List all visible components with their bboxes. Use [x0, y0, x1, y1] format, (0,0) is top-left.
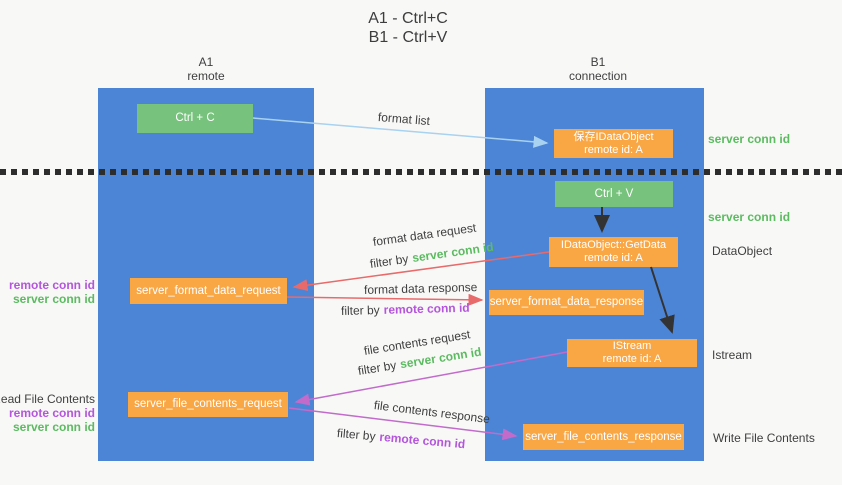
filter-by-text-2: filter by: [340, 302, 380, 318]
node-getdata-title: IDataObject::GetData: [560, 239, 667, 251]
node-idataobject-getdata: IDataObject::GetData remote id: A: [549, 237, 678, 267]
title-line-b1: B1 - Ctrl+V: [368, 29, 448, 46]
node-getdata-remote-id: remote id: A: [584, 252, 643, 264]
node-ctrl-c: Ctrl + C: [137, 104, 253, 133]
column-b1-role: connection: [568, 69, 628, 83]
node-istream-title: IStream: [612, 340, 652, 352]
label-file-contents-response: file contents response: [373, 398, 491, 427]
label-server-conn-id-top: server conn id: [708, 132, 791, 146]
label-server-conn-id-upper: server conn id: [12, 292, 95, 306]
node-server-file-contents-response: server_file_contents_response: [523, 424, 684, 450]
filter-value-remote-1: remote conn id: [383, 300, 470, 317]
dotted-divider: [0, 169, 842, 175]
node-istream-remote-id: remote id: A: [602, 353, 662, 365]
filter-by-text-3: filter by: [356, 358, 398, 378]
node-save-idataobject: 保存IDataObject remote id: A: [554, 129, 673, 158]
filter-by-text-1: filter by: [369, 251, 410, 271]
column-b1-id: B1: [590, 55, 606, 69]
node-ctrl-c-label: Ctrl + C: [175, 112, 215, 124]
node-format-request-label: server_format_data_request: [136, 284, 281, 297]
node-save-idataobject-remote-id: remote id: A: [584, 143, 643, 156]
node-istream: IStream remote id: A: [567, 339, 697, 367]
node-save-idataobject-title: 保存IDataObject: [573, 130, 654, 143]
label-format-list: format list: [377, 110, 431, 129]
filter-by-text-4: filter by: [336, 426, 377, 444]
label-write-file-contents: Write File Contents: [713, 431, 815, 445]
arrow-format-data-response: [286, 293, 484, 306]
label-remote-conn-id-upper: remote conn id: [8, 278, 95, 292]
label-format-data-response: format data response: [363, 280, 478, 297]
label-dataobject: DataObject: [712, 244, 773, 258]
title-line-a1: A1 - Ctrl+C: [368, 10, 448, 27]
label-remote-conn-id-lower: remote conn id: [8, 406, 95, 420]
node-server-format-data-response: server_format_data_response: [489, 290, 644, 315]
node-format-response-label: server_format_data_response: [489, 296, 644, 308]
filter-value-remote-2: remote conn id: [378, 429, 466, 452]
label-server-conn-id-mid: server conn id: [708, 210, 791, 224]
node-file-response-label: server_file_contents_response: [525, 430, 682, 443]
column-a1-role: remote: [187, 69, 225, 83]
label-istream: Istream: [712, 348, 753, 362]
column-a1-id: A1: [198, 55, 214, 69]
node-ctrl-v-label: Ctrl + V: [594, 187, 634, 200]
node-ctrl-v: Ctrl + V: [555, 181, 673, 207]
node-server-file-contents-request: server_file_contents_request: [128, 392, 288, 417]
node-server-format-data-request: server_format_data_request: [130, 278, 287, 304]
filter-value-server-1: server conn id: [411, 239, 495, 265]
diagram-title: A1 - Ctrl+C B1 - Ctrl+V: [288, 9, 528, 47]
node-file-request-label: server_file_contents_request: [134, 398, 282, 410]
label-server-conn-id-lower: server conn id: [12, 420, 95, 434]
column-header-a1: A1 remote: [146, 55, 266, 83]
label-read-file-contents: Read File Contents: [0, 392, 95, 406]
column-header-b1: B1 connection: [538, 55, 658, 83]
